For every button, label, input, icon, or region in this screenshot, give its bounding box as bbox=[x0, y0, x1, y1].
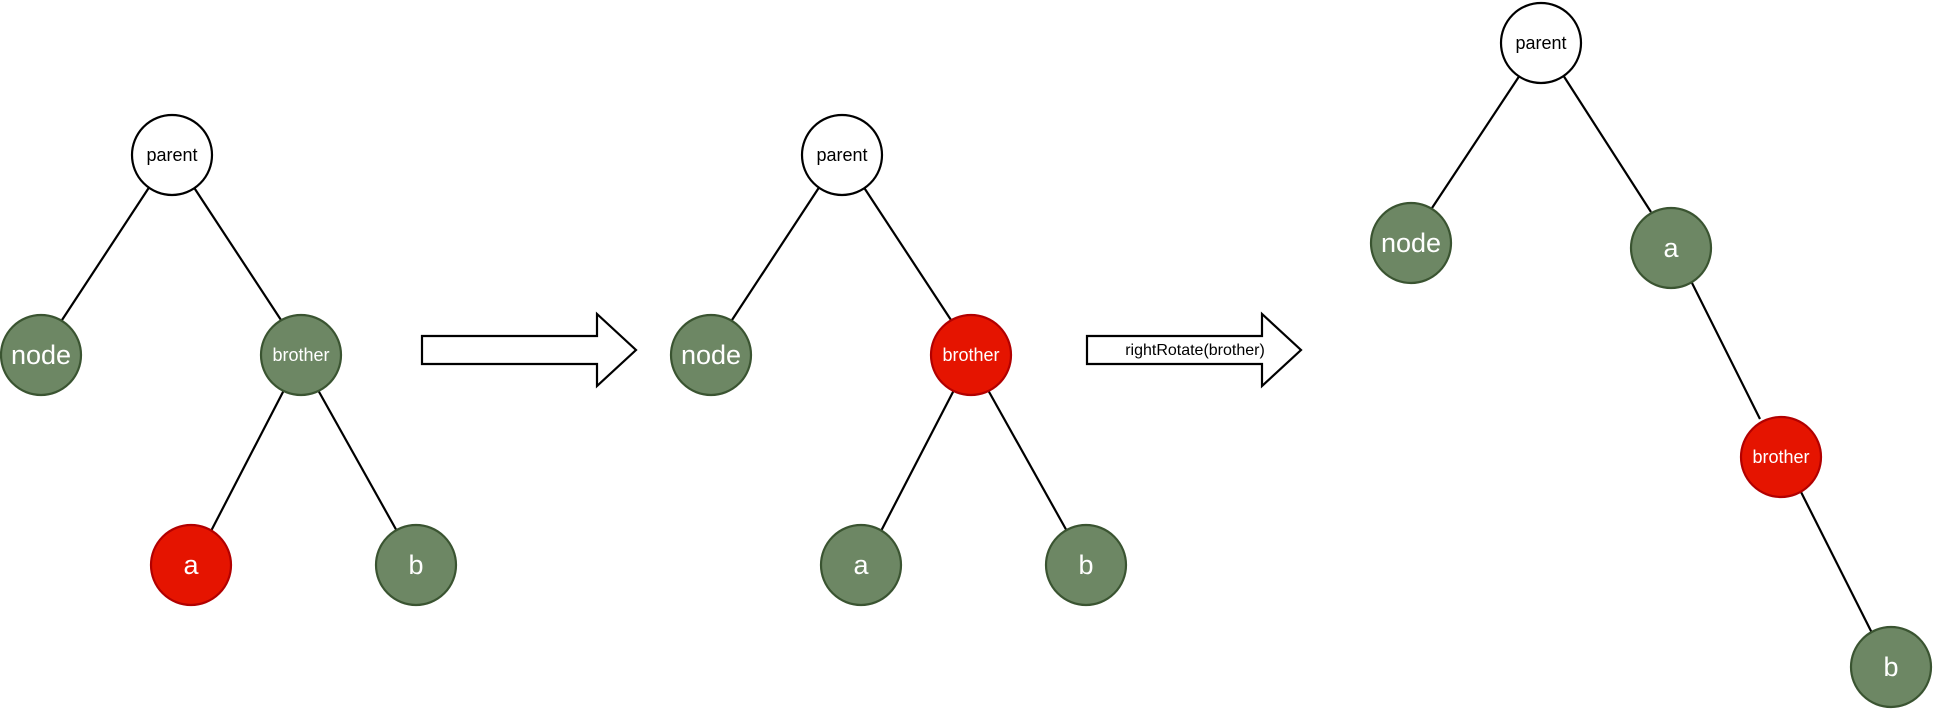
node-node-label: node bbox=[1381, 228, 1441, 258]
edge-brother-b bbox=[317, 389, 399, 534]
node-node-circle bbox=[669, 313, 753, 397]
node-a: a bbox=[1629, 206, 1713, 290]
node-brother-label: brother bbox=[1752, 447, 1809, 467]
edge-parent-a bbox=[1562, 74, 1652, 213]
node-parent: parent bbox=[130, 113, 214, 197]
edge-brother-a bbox=[209, 389, 285, 534]
node-node: node bbox=[0, 313, 83, 397]
node-parent-circle bbox=[130, 113, 214, 197]
node-b-circle bbox=[1849, 625, 1933, 709]
node-parent-label: parent bbox=[816, 145, 867, 165]
node-parent-label: parent bbox=[1515, 33, 1566, 53]
node-node: node bbox=[669, 313, 753, 397]
node-brother-label: brother bbox=[942, 345, 999, 365]
edge-brother-b bbox=[987, 389, 1069, 534]
node-b-label: b bbox=[408, 550, 423, 580]
node-node: node bbox=[1369, 201, 1453, 285]
edge-parent-node bbox=[61, 185, 151, 321]
node-node-label: node bbox=[11, 340, 71, 370]
node-brother-circle bbox=[929, 313, 1013, 397]
node-a-circle bbox=[819, 523, 903, 607]
node-a: a bbox=[819, 523, 903, 607]
node-brother: brother bbox=[929, 313, 1013, 397]
node-node-circle bbox=[1369, 201, 1453, 285]
node-a-circle bbox=[149, 523, 233, 607]
node-b: b bbox=[1849, 625, 1933, 709]
tree-step-2: parent node brother a b bbox=[669, 113, 1128, 607]
node-b-label: b bbox=[1883, 652, 1898, 682]
edge-parent-node bbox=[731, 185, 821, 321]
node-brother-circle bbox=[1739, 415, 1823, 499]
node-parent-circle bbox=[1499, 1, 1583, 85]
edge-parent-node bbox=[1431, 74, 1521, 209]
edge-brother-b bbox=[1799, 489, 1875, 638]
node-a: a bbox=[149, 523, 233, 607]
edge-parent-brother bbox=[862, 185, 952, 321]
node-b: b bbox=[374, 523, 458, 607]
edge-a-brother bbox=[1689, 278, 1761, 420]
node-brother-circle bbox=[259, 313, 343, 397]
node-node-circle bbox=[0, 313, 83, 397]
node-brother: brother bbox=[259, 313, 343, 397]
edge-parent-brother bbox=[192, 185, 282, 321]
node-b-circle bbox=[1044, 523, 1128, 607]
node-a-circle bbox=[1629, 206, 1713, 290]
node-brother-label: brother bbox=[272, 345, 329, 365]
edge-brother-a bbox=[879, 389, 955, 534]
arrow-1 bbox=[420, 311, 638, 389]
node-parent: parent bbox=[800, 113, 884, 197]
node-b: b bbox=[1044, 523, 1128, 607]
node-b-circle bbox=[374, 523, 458, 607]
arrow-1-shape bbox=[420, 311, 638, 389]
node-parent-label: parent bbox=[146, 145, 197, 165]
node-node-label: node bbox=[681, 340, 741, 370]
node-a-label: a bbox=[183, 550, 199, 580]
arrow-2: rightRotate(brother) bbox=[1085, 311, 1303, 389]
tree-step-1: parent node brother a b bbox=[0, 113, 458, 607]
node-b-label: b bbox=[1078, 550, 1093, 580]
arrow-2-label: rightRotate(brother) bbox=[1125, 342, 1265, 359]
node-brother: brother bbox=[1739, 415, 1823, 499]
tree-step-3: parent node a brother b bbox=[1369, 1, 1933, 709]
node-parent-circle bbox=[800, 113, 884, 197]
node-parent: parent bbox=[1499, 1, 1583, 85]
node-a-label: a bbox=[853, 550, 869, 580]
arrow-2-shape bbox=[1085, 311, 1303, 389]
node-a-label: a bbox=[1663, 233, 1679, 263]
